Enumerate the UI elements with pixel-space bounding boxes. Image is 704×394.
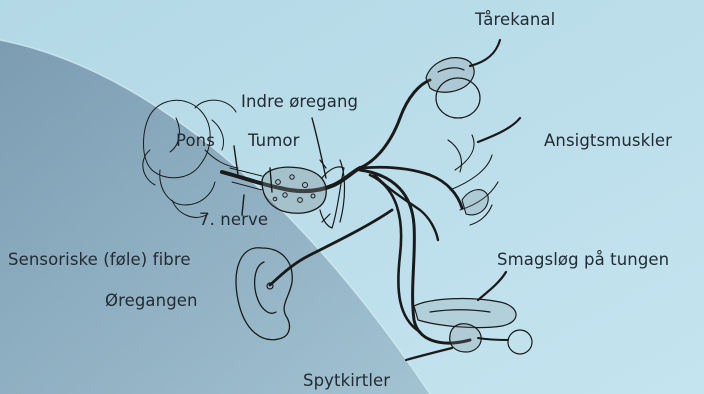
label-oregangen: Øregangen xyxy=(105,291,198,310)
label-sensoriske-fibre: Sensoriske (føle) fibre xyxy=(8,250,191,269)
salivary-glands-drawing xyxy=(406,324,532,360)
sensory-fibre xyxy=(270,210,392,285)
lacrimal-branch xyxy=(360,80,430,168)
ear-drawing xyxy=(236,248,292,340)
label-pons: Pons xyxy=(176,131,215,150)
label-smagslog: Smagsløg på tungen xyxy=(497,250,669,269)
label-indre-oregang: Indre øregang xyxy=(241,92,358,111)
label-7-nerve: 7. nerve xyxy=(199,210,268,229)
facial-muscles-drawing xyxy=(448,118,520,225)
label-tarekanal: Tårekanal xyxy=(475,10,555,29)
tongue-drawing xyxy=(414,272,516,328)
lacrimal-gland-drawing xyxy=(426,40,500,118)
label-spytkirtler: Spytkirtler xyxy=(303,371,390,390)
brainstem-drawing xyxy=(143,100,238,217)
label-tumor: Tumor xyxy=(248,131,299,150)
label-ansigtsmuskler: Ansigtsmuskler xyxy=(544,131,672,150)
